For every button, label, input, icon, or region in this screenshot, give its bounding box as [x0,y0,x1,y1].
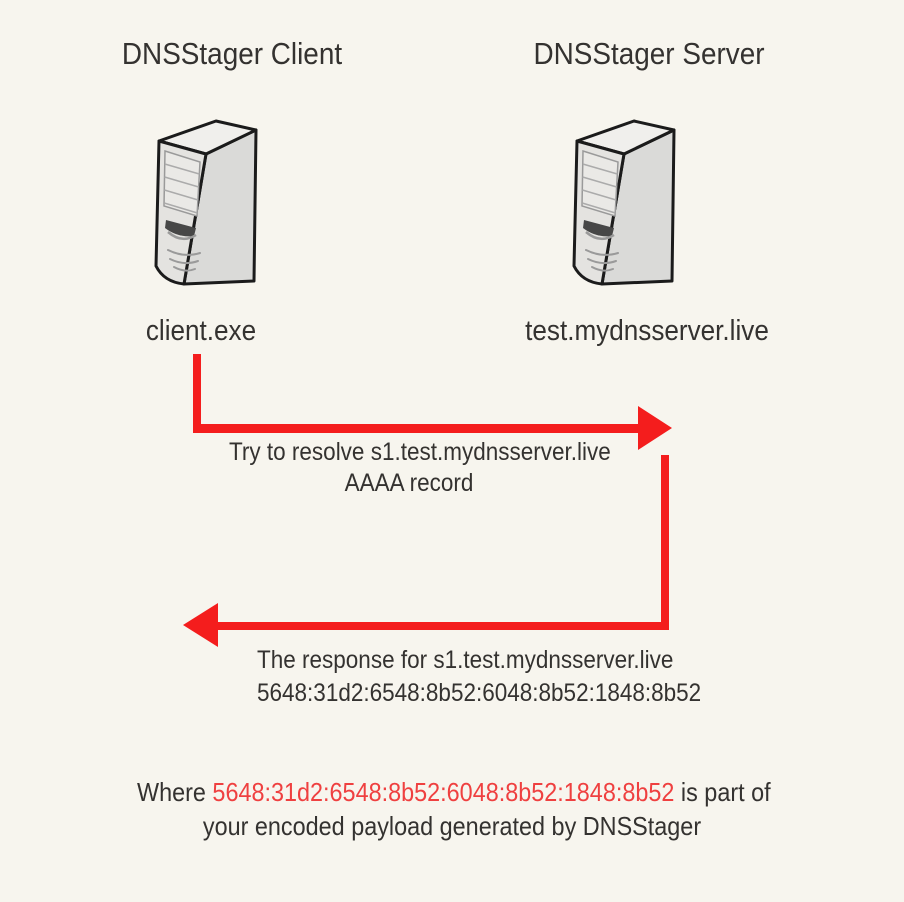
right-arrowhead-icon [638,406,672,450]
server-tower-icon [152,118,262,290]
request-note-line1: Try to resolve s1.test.mydnsserver.live [229,438,611,466]
response-note-line2: 5648:31d2:6548:8b52:6048:8b52:1848:8b52 [257,679,702,707]
client-title: DNSStager Client [121,36,343,71]
server-tower-icon [570,118,680,290]
client-label: client.exe [145,315,257,347]
footnote-prefix: Where [137,777,213,807]
footnote-line1: Where 5648:31d2:6548:8b52:6048:8b52:1848… [137,775,771,809]
request-note-line2: AAAA record [344,469,474,497]
response-arrow-horizontal-segment [214,622,668,630]
footnote: Where 5648:31d2:6548:8b52:6048:8b52:1848… [137,775,771,843]
server-label: test.mydnsserver.live [525,315,769,347]
response-arrow-vertical-segment [661,455,669,630]
request-arrow-vertical-segment [193,354,201,433]
payload-highlight: 5648:31d2:6548:8b52:6048:8b52:1848:8b52 [212,777,675,807]
request-note: Try to resolve s1.test.mydnsserver.live … [229,437,611,499]
left-arrowhead-icon [183,603,218,647]
response-note-line1: The response for s1.test.mydnsserver.liv… [257,646,674,674]
response-note: The response for s1.test.mydnsserver.liv… [257,644,702,710]
footnote-suffix: is part of [674,777,771,807]
server-title: DNSStager Server [533,36,765,71]
footnote-line2: your encoded payload generated by DNSSta… [202,811,702,841]
request-arrow-horizontal-segment [193,424,638,433]
